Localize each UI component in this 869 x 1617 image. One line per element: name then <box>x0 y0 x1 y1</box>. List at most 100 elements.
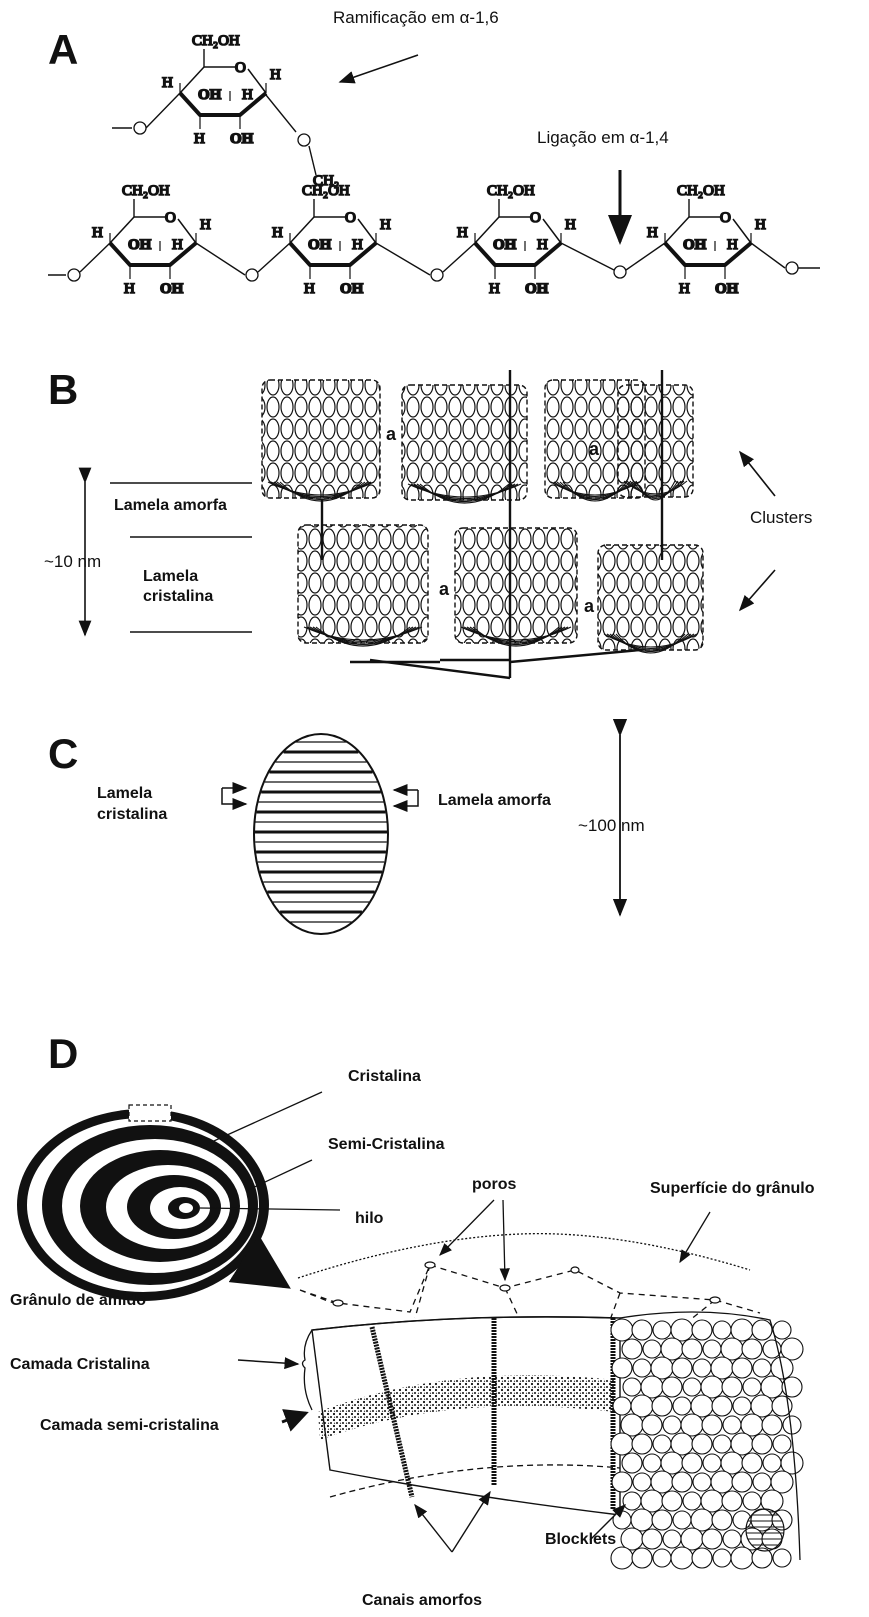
blocklet <box>612 1358 632 1378</box>
clusters-arrow-down <box>740 570 775 610</box>
atom-label: H <box>457 225 468 241</box>
cluster-box <box>402 385 527 500</box>
blocklet <box>763 1454 781 1472</box>
blocklet <box>692 1434 712 1454</box>
crystalline-stripe <box>267 891 374 894</box>
oh-label: OH <box>230 131 254 147</box>
blocklet <box>623 1378 641 1396</box>
blocklet <box>723 1416 741 1434</box>
chain-backbone <box>510 650 640 662</box>
blocklet <box>653 1321 671 1339</box>
ch2-label: CH₂ <box>313 173 339 189</box>
blocklet <box>713 1549 731 1567</box>
crystalline-stripe <box>280 911 362 914</box>
blocklet <box>623 1492 641 1510</box>
crystalline-stripe <box>256 851 386 854</box>
blocklet <box>732 1358 752 1378</box>
blocklet <box>773 1321 791 1339</box>
semicristalina-label: Semi-Cristalina <box>328 1136 444 1154</box>
atom-label: H <box>565 217 576 233</box>
ch2oh-label: CH₂OH <box>122 183 170 199</box>
blocklet <box>693 1473 711 1491</box>
crystalline-cluster <box>262 380 380 501</box>
blocklet <box>713 1435 731 1453</box>
ring-bond-bold <box>110 243 196 265</box>
blocklet <box>632 1548 652 1568</box>
blocklet <box>662 1377 682 1397</box>
ring-oxygen: O <box>165 210 176 226</box>
channel-arrow <box>415 1505 452 1552</box>
bond <box>443 243 475 272</box>
ring-bond-bold <box>290 243 376 265</box>
glycosidic-oxygen <box>134 122 146 134</box>
blocklet <box>673 1397 691 1415</box>
superficie-label: Superfície do grânulo <box>650 1180 814 1198</box>
blocklet <box>663 1530 681 1548</box>
crystalline-bracket <box>303 1330 313 1410</box>
blocklet <box>682 1339 702 1359</box>
crystalline-stripe <box>269 771 372 774</box>
blocklet <box>652 1510 672 1530</box>
ring-oxygen: O <box>345 210 356 226</box>
cluster-box <box>618 385 693 497</box>
branch-label: Ramificação em α-1,6 <box>333 8 499 28</box>
blocklet <box>633 1473 651 1491</box>
blocklet <box>662 1491 682 1511</box>
blocklet <box>723 1530 741 1548</box>
crystalline-stripe <box>255 831 387 834</box>
blocklet <box>712 1396 732 1416</box>
blocklet <box>753 1359 771 1377</box>
atom-label: H <box>380 217 391 233</box>
atom-label: H <box>92 225 103 241</box>
bond <box>626 243 665 270</box>
blocklet <box>652 1396 672 1416</box>
atom-label: H <box>489 281 500 297</box>
blocklet <box>732 1472 752 1492</box>
blocklet <box>731 1547 753 1569</box>
atom-label: H <box>200 217 211 233</box>
pore-arrow <box>503 1200 505 1280</box>
channel-arrow <box>452 1492 490 1552</box>
leader-cristalina <box>205 1092 322 1145</box>
blocklet <box>722 1491 742 1511</box>
amorphous-mark: a <box>439 579 450 599</box>
crystalline-cluster <box>598 545 703 653</box>
blocklet <box>683 1492 701 1510</box>
branch-bond <box>309 146 316 175</box>
blocklet <box>643 1454 661 1472</box>
blocklet <box>611 1547 633 1569</box>
blocklet <box>702 1529 722 1549</box>
atom-label: H <box>647 225 658 241</box>
blocklet <box>632 1434 652 1454</box>
blocklet <box>703 1340 721 1358</box>
crystalline-cluster <box>298 525 428 646</box>
bond <box>80 243 110 272</box>
starch-granule <box>17 1092 803 1569</box>
amorphous-lamella-label: Lamela amorfa <box>114 497 227 515</box>
blocklet <box>752 1320 772 1340</box>
hatched-blocklet <box>746 1509 784 1551</box>
crystalline-lamella-label: Lamela <box>143 568 198 586</box>
crystalline-stripe <box>261 791 381 794</box>
blocklet <box>753 1473 771 1491</box>
blocklet <box>703 1454 721 1472</box>
blocklet <box>672 1358 692 1378</box>
blocklet <box>773 1549 791 1567</box>
scale-100nm-label: ~100 nm <box>578 816 645 836</box>
crystalline-cluster <box>402 385 527 503</box>
crystalline-lamella-label: cristalina <box>143 588 213 606</box>
blocklet <box>642 1415 662 1435</box>
camada-cristalina-label: Camada Cristalina <box>10 1356 150 1374</box>
blocklet <box>613 1397 631 1415</box>
blocklet <box>692 1320 712 1340</box>
bond <box>146 93 180 128</box>
branch-bond <box>266 95 296 132</box>
crystalline-lamella-c-label: cristalina <box>97 806 167 824</box>
blocklets-label: Blocklets <box>545 1531 616 1549</box>
blocklet <box>672 1472 692 1492</box>
blocklet <box>653 1549 671 1567</box>
blocklet <box>682 1453 702 1473</box>
oh-label: OH <box>128 237 152 253</box>
link-label: Ligação em α-1,4 <box>537 128 669 148</box>
